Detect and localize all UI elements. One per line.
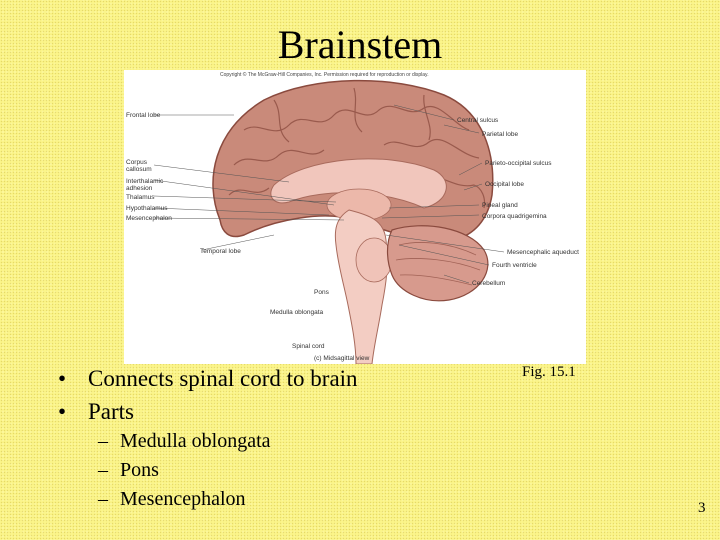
label-parieto-occipital: Parieto-occipital sulcus — [485, 160, 552, 167]
bullet-item: Parts — [58, 395, 358, 428]
label-medulla: Medulla oblongata — [270, 309, 324, 316]
slide-title: Brainstem — [277, 22, 443, 67]
label-temporal-lobe: Temporal lobe — [200, 248, 241, 255]
label-callosum: callosum — [126, 166, 152, 173]
label-cerebellum: Cerebellum — [472, 280, 505, 287]
bullet-item: Connects spinal cord to brain — [58, 362, 358, 395]
label-corpus: Corpus — [126, 159, 148, 166]
label-hypothalamus: Hypothalamus — [126, 205, 168, 212]
bullet-list: Connects spinal cord to brain Parts — [58, 362, 358, 428]
page-number: 3 — [698, 500, 706, 516]
label-spinal-cord: Spinal cord — [292, 343, 325, 350]
copyright-notice: Copyright © The McGraw-Hill Companies, I… — [220, 72, 429, 78]
sub-bullet-item: Pons — [98, 456, 271, 485]
label-frontal-lobe: Frontal lobe — [126, 112, 161, 119]
label-pons: Pons — [314, 289, 330, 296]
label-fourth-ventricle: Fourth ventricle — [492, 262, 537, 269]
sub-bullet-item: Mesencephalon — [98, 485, 271, 514]
label-mesencephalic-aqueduct: Mesencephalic aqueduct — [507, 249, 579, 256]
label-occipital-lobe: Occipital lobe — [485, 181, 524, 188]
brain-figure: Frontal lobe Corpus callosum Interthalam… — [124, 70, 586, 364]
label-central-sulcus: Central sulcus — [457, 117, 499, 124]
brain-illustration: Frontal lobe Corpus callosum Interthalam… — [126, 79, 579, 364]
figure-view-label: (c) Midsagittal view — [314, 355, 370, 362]
label-interthalamic: Interthalamic — [126, 178, 164, 185]
label-parietal-lobe: Parietal lobe — [482, 131, 519, 138]
label-pineal-gland: Pineal gland — [482, 202, 518, 209]
label-thalamus: Thalamus — [126, 194, 155, 201]
label-corpora-quadrigemina: Corpora quadrigemina — [482, 213, 547, 220]
label-mesencephalon: Mesencephalon — [126, 215, 172, 222]
label-adhesion: adhesion — [126, 185, 153, 192]
sub-bullet-item: Medulla oblongata — [98, 427, 271, 456]
figure-caption: Fig. 15.1 — [522, 364, 576, 380]
sub-bullet-list: Medulla oblongata Pons Mesencephalon — [98, 427, 271, 514]
